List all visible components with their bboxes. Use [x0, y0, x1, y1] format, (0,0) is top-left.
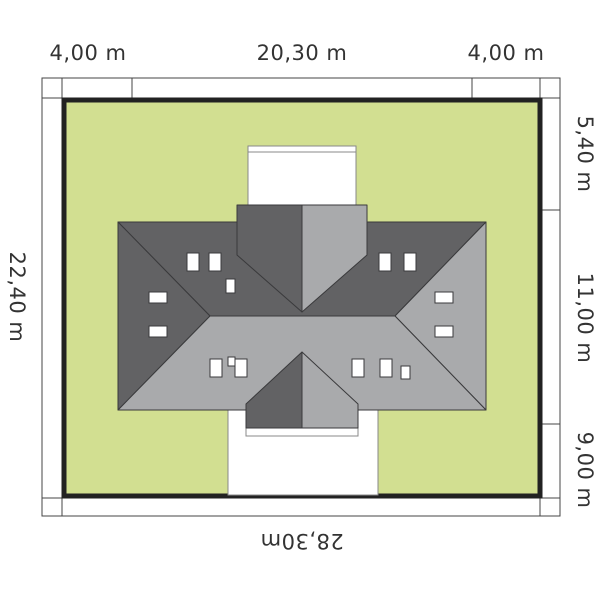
- skylight-window: [378, 252, 392, 272]
- skylight-window: [379, 358, 393, 378]
- skylight-window: [148, 325, 168, 338]
- dim-top-left: 4,00 m: [50, 41, 127, 65]
- house-roof: [117, 204, 487, 429]
- front-terrace: [247, 145, 357, 209]
- skylights: [148, 252, 454, 380]
- skylight-window: [434, 291, 454, 304]
- skylight-window: [227, 356, 236, 367]
- dim-top-right: 4,00 m: [468, 41, 545, 65]
- dim-bottom-total: 28,30m: [260, 529, 344, 553]
- skylight-window: [186, 252, 200, 272]
- skylight-window: [208, 252, 222, 272]
- dim-left-total: 22,40 m: [5, 252, 29, 343]
- dim-right-bottom: 9,00 m: [573, 432, 597, 509]
- dormer-top-right-plane: [301, 204, 368, 313]
- dim-top-center: 20,30 m: [257, 41, 348, 65]
- skylight-window: [434, 325, 454, 338]
- skylight-window: [225, 278, 236, 294]
- skylight-window: [403, 252, 417, 272]
- skylight-window: [148, 291, 168, 304]
- skylight-window: [234, 358, 248, 378]
- skylight-window: [209, 358, 223, 378]
- skylight-window: [400, 365, 411, 380]
- skylight-window: [351, 358, 365, 378]
- dim-right-middle: 11,00 m: [573, 273, 597, 364]
- dormer-bottom-right-plane: [301, 351, 359, 429]
- dim-right-top: 5,40 m: [573, 116, 597, 193]
